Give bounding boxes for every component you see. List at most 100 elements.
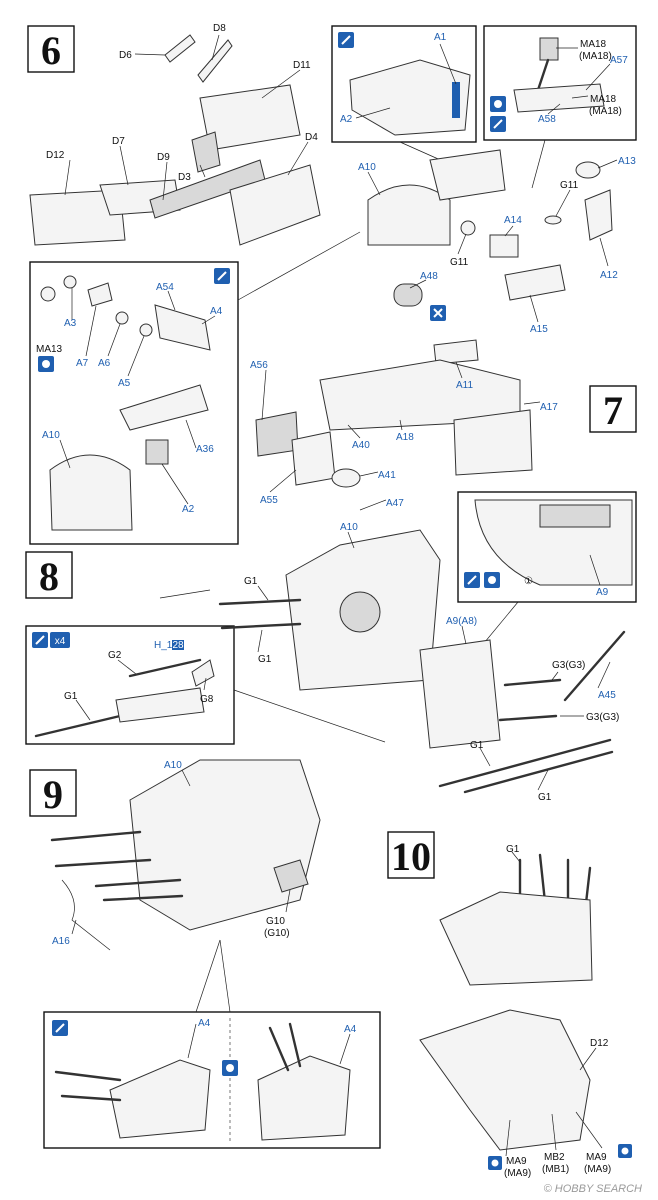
step-10-gun-assembly <box>439 891 593 986</box>
label-g1-d: G1 <box>538 792 552 803</box>
part-d3 <box>191 131 221 173</box>
label-g10: G10 <box>266 916 285 927</box>
ref-badge <box>172 640 184 650</box>
label-a4-left: A4 <box>198 1018 211 1029</box>
part-d6 <box>164 34 196 63</box>
part-d12 <box>29 189 126 246</box>
part-g10 <box>273 859 309 893</box>
part-g3-a <box>503 678 562 687</box>
label-ma9-b-paren: (MA9) <box>584 1164 611 1175</box>
part-a9-a8 <box>419 639 501 749</box>
label-d8: D8 <box>213 23 226 34</box>
label-a9-a8: A9(A8) <box>446 616 477 627</box>
label-ma9-a: MA9 <box>506 1156 527 1167</box>
part-a2 <box>145 439 169 465</box>
inset-9-left-assembly <box>109 1059 211 1139</box>
label-d12: D12 <box>590 1038 609 1049</box>
part-a58 <box>513 83 605 113</box>
label-mb1-paren: (MB1) <box>542 1164 569 1175</box>
label-g11-a: G11 <box>560 180 579 191</box>
part-a48 <box>393 283 423 307</box>
label-g1-a: G1 <box>244 576 258 587</box>
part-g1-barrel-d <box>463 750 614 794</box>
label-mb2: MB2 <box>544 1152 565 1163</box>
step-6: 6 D8 D6 D11 D7 D9 D4 D12 D3 <box>27 23 361 545</box>
inset-9-right-barrel-a <box>268 1026 290 1072</box>
step-7-number-box <box>589 385 637 433</box>
label-a4: A4 <box>210 306 223 317</box>
label-a16: A16 <box>52 936 70 947</box>
ref-number: 28 <box>172 640 184 651</box>
part-g1-barrel-b <box>220 622 302 630</box>
part-a10-disc <box>339 591 381 633</box>
step-8: 8 x4 H_18 28 G2 G8 G1 <box>25 491 637 803</box>
step-9-assembly <box>129 759 321 931</box>
label-a3: A3 <box>64 318 77 329</box>
part-a36 <box>119 384 209 431</box>
label-a14: A14 <box>504 215 522 226</box>
label-g10-paren: (G10) <box>264 928 290 939</box>
label-a1: A1 <box>434 32 447 43</box>
label-ma9-b: MA9 <box>586 1152 607 1163</box>
part-ma13 <box>40 286 56 302</box>
label-ma18-b-paren: (MA18) <box>589 106 622 117</box>
label-g1-b: G1 <box>258 654 272 665</box>
label-a45: A45 <box>598 690 616 701</box>
part-a17 <box>453 409 533 476</box>
step-10: 10 G1 D12 MA9 (MA9) MB2 (MB1) MA9 (MA9) <box>387 831 632 1179</box>
step-8-number-box <box>25 551 73 599</box>
part-a6 <box>115 311 129 325</box>
step-6-number-box <box>27 25 75 73</box>
paint-blue-icon <box>618 1144 632 1158</box>
label-g11-b: G11 <box>450 257 469 268</box>
label-d11: D11 <box>293 60 311 71</box>
barrel-4 <box>102 894 184 902</box>
part-a40-a18-chassis <box>319 359 521 431</box>
label-a10: A10 <box>358 162 376 173</box>
label-a12: A12 <box>600 270 618 281</box>
label-g3-a: G3(G3) <box>552 660 585 671</box>
label-a36: A36 <box>196 444 214 455</box>
label-a15: A15 <box>530 324 548 335</box>
paint-blue-icon <box>488 1156 502 1170</box>
part-g1-barrel-c <box>438 738 612 788</box>
part-a10 <box>367 184 451 246</box>
part-g1-body <box>115 687 205 723</box>
label-a48: A48 <box>420 271 438 282</box>
part-a14 <box>489 234 519 258</box>
part-g8 <box>191 659 215 687</box>
label-ma13: MA13 <box>36 344 63 355</box>
part-g11-side <box>460 220 476 236</box>
label-g3-b: G3(G3) <box>586 712 619 723</box>
label-a17: A17 <box>540 402 558 413</box>
glue-and-paint-icon <box>464 572 500 588</box>
step-7: A1 A2 MA18 (MA18) A57 A58 MA18 (MA18) 7 <box>250 25 637 511</box>
inset-9-right-assembly <box>257 1055 351 1141</box>
part-a15 <box>504 264 566 301</box>
label-g8: G8 <box>200 694 214 705</box>
label-a56: A56 <box>250 360 268 371</box>
part-d8 <box>197 39 233 83</box>
label-a13: A13 <box>618 156 636 167</box>
label-a54: A54 <box>156 282 174 293</box>
label-a55: A55 <box>260 495 278 506</box>
part-a11 <box>433 339 479 365</box>
part-a1 <box>452 82 460 118</box>
label-a10: A10 <box>42 430 60 441</box>
inset-9-right-barrel-b <box>288 1022 302 1068</box>
part-a45 <box>563 630 626 702</box>
part-a1-a2-assembly <box>349 59 471 136</box>
glue-icon <box>32 632 48 648</box>
label-a2: A2 <box>340 114 353 125</box>
step-9-number: 9 <box>43 772 63 817</box>
paint-blue-icon <box>430 305 446 321</box>
label-a9: A9 <box>596 587 609 598</box>
label-d9: D9 <box>157 152 170 163</box>
step-10-number: 10 <box>391 834 431 879</box>
label-ma18-a-paren: (MA18) <box>579 51 612 62</box>
step-9: 9 A10 A16 G10 (G10) <box>29 759 381 1149</box>
step-7-inset-b <box>483 25 637 141</box>
watermark: © HOBBY SEARCH <box>544 1183 642 1195</box>
part-a1-sub <box>429 149 506 201</box>
